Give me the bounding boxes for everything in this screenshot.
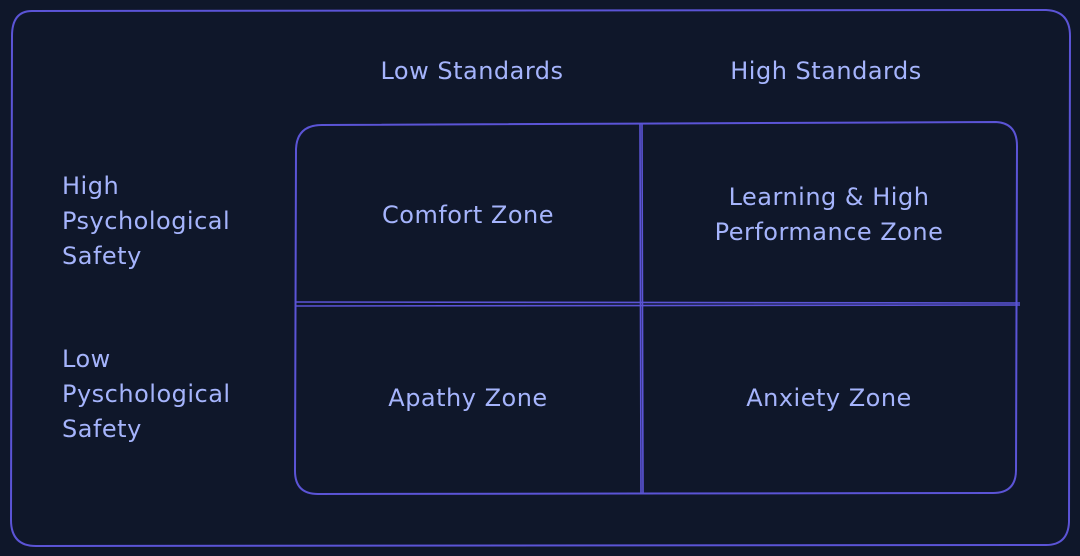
row-header-line: High <box>62 172 120 200</box>
column-header-high-standards: High Standards <box>730 57 922 85</box>
zone-label-line: Learning & High <box>728 183 930 211</box>
zone-apathy: Apathy Zone <box>296 306 640 490</box>
row-header-line: Psychological <box>62 207 231 235</box>
zone-label-line: Performance Zone <box>714 218 944 246</box>
row-header-line: Low <box>62 345 111 373</box>
outer-frame <box>9 8 1072 548</box>
row-header-low-psychological-safety: Low Pyschological Safety <box>62 342 282 447</box>
row-header-line: Pyschological <box>62 380 231 408</box>
zone-label: Comfort Zone <box>382 200 554 229</box>
vertical-divider <box>639 122 644 495</box>
zone-anxiety: Anxiety Zone <box>642 306 1016 490</box>
grid-border <box>293 120 1019 496</box>
row-header-line: Safety <box>62 415 142 443</box>
row-header-high-psychological-safety: High Psychological Safety <box>62 169 282 274</box>
zone-label: Anxiety Zone <box>746 383 912 412</box>
zone-comfort: Comfort Zone <box>296 125 640 305</box>
row-header-line: Safety <box>62 242 142 270</box>
horizontal-divider <box>295 301 1021 307</box>
zone-learning-high-performance: Learning & High Performance Zone <box>642 125 1016 305</box>
zone-label: Apathy Zone <box>388 383 548 412</box>
column-header-low-standards: Low Standards <box>380 57 564 85</box>
